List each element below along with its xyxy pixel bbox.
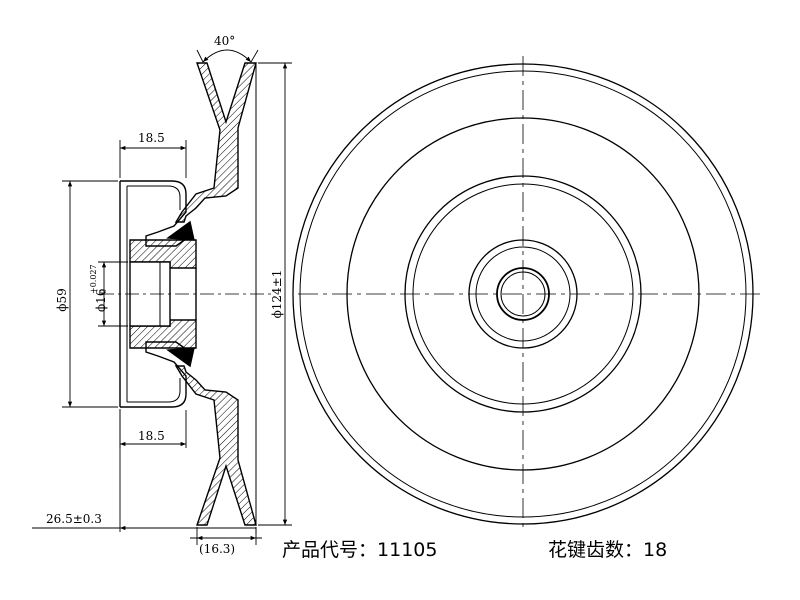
upper-groove-flange — [174, 62, 257, 223]
bore-tolerance-upper: +0.027 — [89, 264, 98, 294]
bore-diameter-label: ϕ16 — [94, 289, 108, 312]
product-code-value: 11105 — [377, 539, 438, 561]
lower-groove-flange — [174, 365, 257, 526]
spline-teeth-value: 18 — [643, 539, 668, 561]
dimension-lines — [32, 49, 292, 545]
seal-upper — [166, 220, 195, 241]
seal-lower — [166, 347, 195, 368]
side-section-view — [100, 62, 275, 526]
overall-width-label: 26.5±0.3 — [46, 512, 102, 526]
hub-diameter-label: ϕ59 — [55, 288, 69, 311]
front-view — [292, 56, 760, 528]
spline-teeth-caption: 花键齿数：18 — [548, 535, 667, 562]
groove-angle-label: 40° — [214, 34, 235, 48]
product-code-label: 产品代号： — [282, 539, 378, 561]
groove-width-label: (16.3) — [199, 542, 235, 556]
hub-cup — [120, 180, 191, 247]
outer-diameter-label: ϕ124±1 — [270, 270, 284, 319]
product-code-caption: 产品代号：11105 — [282, 535, 437, 562]
spline-teeth-label: 花键齿数： — [548, 539, 644, 561]
bore-tolerance-lower: 0 — [99, 289, 108, 294]
hub-depth-bottom-label: 18.5 — [138, 429, 165, 443]
dimension-texts: 40° 18.5 18.5 ϕ59 ϕ16 +0.027 0 ϕ124±1 26… — [46, 34, 284, 556]
hub-depth-top-label: 18.5 — [138, 131, 165, 145]
